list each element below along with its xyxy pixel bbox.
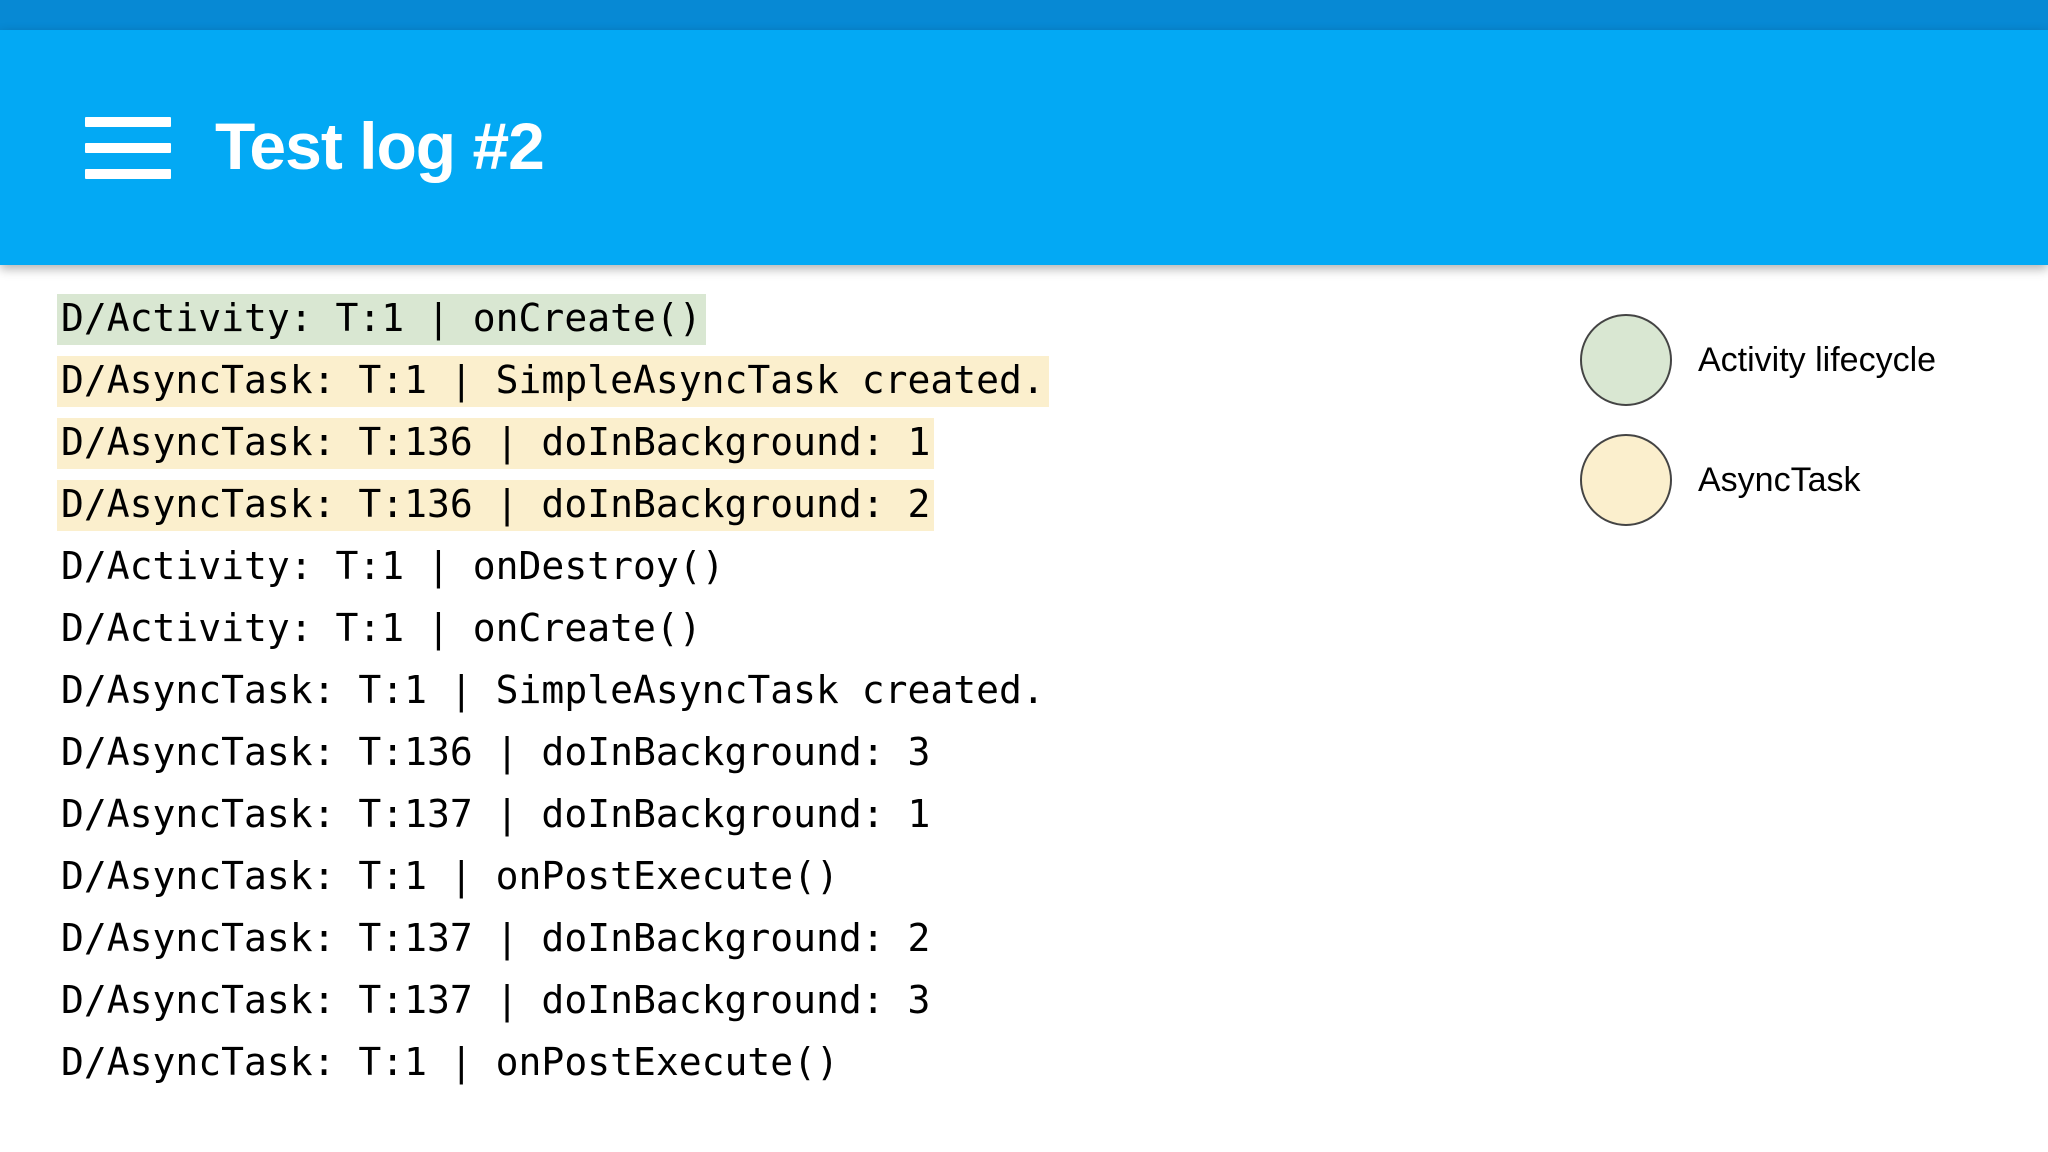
log-line-text: D/AsyncTask: T:1 | SimpleAsyncTask creat… (57, 356, 1049, 407)
log-line: D/Activity: T:1 | onCreate() (0, 597, 1500, 659)
hamburger-menu-icon[interactable] (85, 116, 171, 179)
log-line: D/AsyncTask: T:136 | doInBackground: 3 (0, 721, 1500, 783)
log-line-text: D/AsyncTask: T:1 | SimpleAsyncTask creat… (61, 668, 1045, 712)
log-line: D/AsyncTask: T:137 | doInBackground: 1 (0, 783, 1500, 845)
log-line-text: D/AsyncTask: T:136 | doInBackground: 3 (61, 730, 931, 774)
log-line: D/AsyncTask: T:1 | SimpleAsyncTask creat… (0, 659, 1500, 721)
legend-item-label: Activity lifecycle (1698, 340, 1937, 379)
log-line: D/AsyncTask: T:136 | doInBackground: 2 (0, 473, 1500, 535)
log-output: D/Activity: T:1 | onCreate() D/AsyncTask:… (0, 265, 1500, 1093)
log-line-text: D/AsyncTask: T:136 | doInBackground: 1 (57, 418, 935, 469)
log-line-text: D/AsyncTask: T:1 | onPostExecute() (61, 1040, 839, 1084)
log-line: D/AsyncTask: T:137 | doInBackground: 3 (0, 969, 1500, 1031)
legend-item-label: AsyncTask (1698, 460, 1861, 499)
page-title: Test log #2 (215, 108, 545, 183)
log-line: D/AsyncTask: T:1 | onPostExecute() (0, 845, 1500, 907)
log-line: D/Activity: T:1 | onDestroy() (0, 535, 1500, 597)
log-line-text: D/AsyncTask: T:136 | doInBackground: 2 (57, 480, 935, 531)
log-line-text: D/AsyncTask: T:1 | onPostExecute() (61, 854, 839, 898)
log-line-text: D/Activity: T:1 | onCreate() (61, 606, 702, 650)
app-bar: Test log #2 (0, 30, 2048, 265)
log-line: D/AsyncTask: T:1 | SimpleAsyncTask creat… (0, 349, 1500, 411)
top-strip (0, 0, 2048, 30)
log-line: D/Activity: T:1 | onCreate() (0, 287, 1500, 349)
log-line-text: D/AsyncTask: T:137 | doInBackground: 2 (61, 916, 931, 960)
menu-icon-bar-3 (85, 168, 171, 179)
log-line: D/AsyncTask: T:137 | doInBackground: 2 (0, 907, 1500, 969)
log-line: D/AsyncTask: T:1 | onPostExecute() (0, 1031, 1500, 1093)
log-line-text: D/Activity: T:1 | onDestroy() (61, 544, 725, 588)
menu-icon-bar-2 (85, 142, 171, 153)
log-line-text: D/AsyncTask: T:137 | doInBackground: 1 (61, 792, 931, 836)
app-bar-content: Test log #2 (85, 30, 545, 265)
log-line-text: D/AsyncTask: T:137 | doInBackground: 3 (61, 978, 931, 1022)
legend-swatch-asynctask (1580, 434, 1672, 526)
legend-item: AsyncTask (1580, 420, 2020, 540)
legend-item: Activity lifecycle (1580, 300, 2020, 420)
legend-swatch-activity-lifecycle (1580, 314, 1672, 406)
menu-icon-bar-1 (85, 116, 171, 127)
log-line: D/AsyncTask: T:136 | doInBackground: 1 (0, 411, 1500, 473)
log-line-text: D/Activity: T:1 | onCreate() (57, 294, 706, 345)
